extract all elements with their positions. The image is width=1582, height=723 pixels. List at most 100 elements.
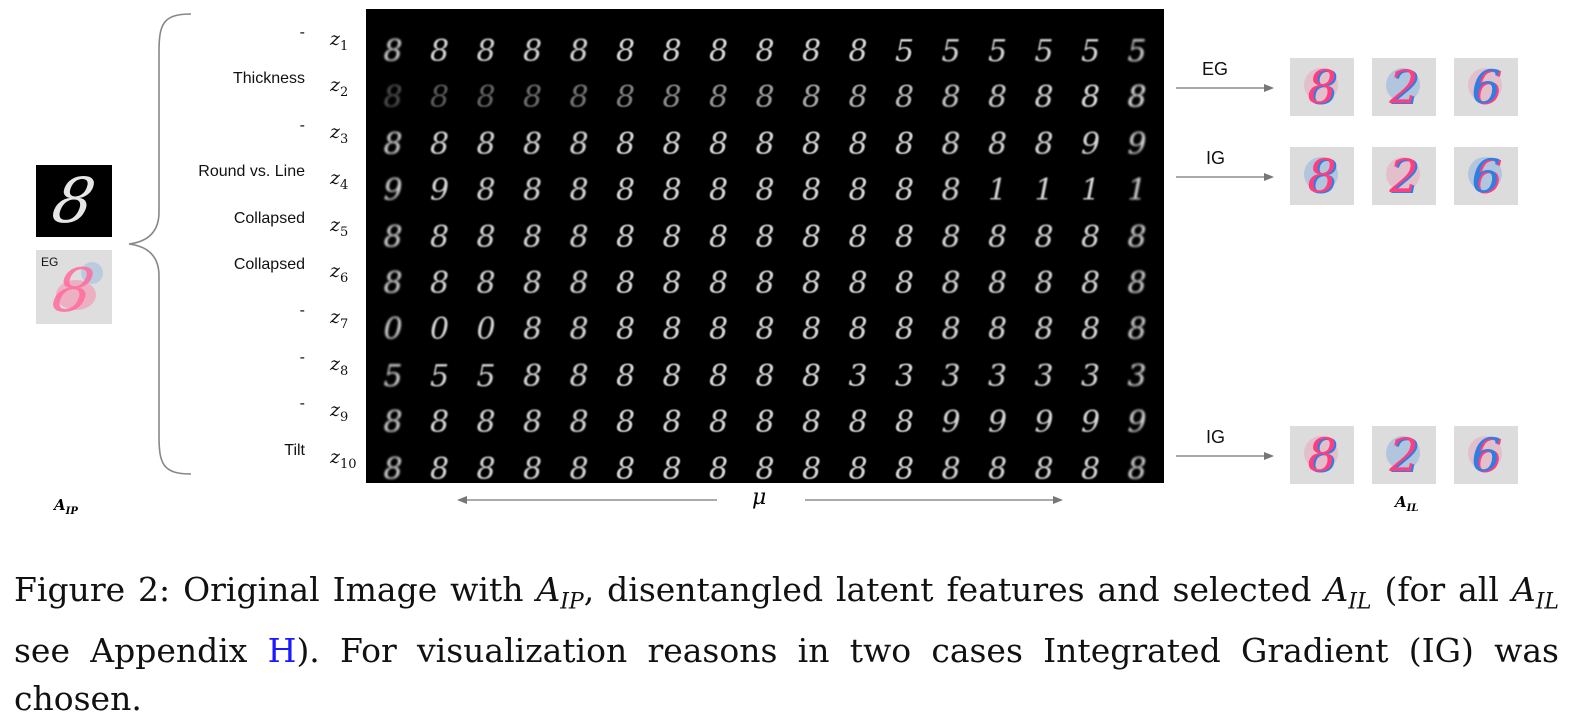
appendix-link[interactable]: H bbox=[267, 630, 297, 670]
traversal-digit: 8 bbox=[522, 451, 543, 487]
latent-attribution-map: 6 bbox=[1454, 426, 1518, 484]
traversal-digit: 5 bbox=[941, 34, 961, 69]
feature-label: - bbox=[299, 395, 305, 413]
feature-label: Collapsed bbox=[233, 209, 305, 227]
traversal-digit: 8 bbox=[708, 312, 729, 348]
traversal-digit: 8 bbox=[476, 80, 496, 116]
traversal-digit: 8 bbox=[801, 219, 822, 255]
traversal-digit: 8 bbox=[662, 126, 682, 162]
traversal-digit: 8 bbox=[662, 405, 682, 441]
arrow-right-icon bbox=[1176, 84, 1274, 92]
traversal-digit: 8 bbox=[615, 266, 636, 301]
attribution-blob bbox=[81, 262, 103, 284]
traversal-digit: 8 bbox=[987, 312, 1008, 348]
traversal-digit: 8 bbox=[1080, 451, 1101, 487]
traversal-digit: 8 bbox=[708, 126, 729, 162]
traversal-digit: 8 bbox=[429, 80, 450, 116]
traversal-digit: 8 bbox=[383, 219, 403, 255]
latent-attribution-map: 8 bbox=[1290, 426, 1354, 484]
attribution-haze bbox=[1386, 436, 1420, 470]
traversal-digit: 8 bbox=[1080, 312, 1101, 348]
caption-text: (for all bbox=[1371, 570, 1512, 609]
traversal-digit: 8 bbox=[615, 126, 636, 162]
mu-axis-arrows bbox=[457, 496, 1063, 504]
traversal-digit: 8 bbox=[755, 126, 775, 162]
traversal-digit: 3 bbox=[941, 358, 961, 394]
figure-caption: Figure 2: Original Image with AIP, disen… bbox=[14, 566, 1559, 723]
attribution-digit: 8 bbox=[1307, 428, 1337, 482]
traversal-digit: 8 bbox=[662, 312, 682, 348]
traversal-digit: 8 bbox=[383, 34, 403, 69]
traversal-digit: 3 bbox=[1080, 358, 1101, 394]
traversal-digit: 8 bbox=[801, 34, 822, 69]
traversal-digit: 8 bbox=[662, 358, 682, 394]
attribution-method-label: EG bbox=[1202, 59, 1229, 79]
traversal-digit: 8 bbox=[569, 405, 589, 441]
traversal-digit: 8 bbox=[476, 219, 496, 255]
traversal-digit: 8 bbox=[662, 34, 682, 69]
traversal-digit: 8 bbox=[429, 405, 450, 441]
traversal-digit: 8 bbox=[755, 173, 775, 209]
traversal-digit: 8 bbox=[476, 34, 496, 69]
attribution-haze bbox=[1468, 436, 1502, 470]
attribution-digit: 2 bbox=[1389, 428, 1419, 482]
traversal-digit: 8 bbox=[429, 34, 450, 69]
traversal-digit: 8 bbox=[383, 80, 403, 116]
traversal-digit: 8 bbox=[894, 451, 915, 487]
traversal-digit: 0 bbox=[383, 312, 403, 348]
latent-z-label: z4 bbox=[330, 167, 349, 193]
traversal-digit: 8 bbox=[383, 405, 403, 441]
traversal-digit: 0 bbox=[429, 312, 450, 348]
traversal-digit: 8 bbox=[755, 266, 775, 301]
traversal-digit: 8 bbox=[569, 126, 589, 162]
traversal-digit: 8 bbox=[522, 173, 543, 209]
traversal-digit: 8 bbox=[848, 173, 868, 209]
traversal-digit: 8 bbox=[848, 405, 868, 441]
traversal-digit: 8 bbox=[476, 266, 496, 301]
latent-z-label: z5 bbox=[330, 213, 349, 240]
traversal-digit: 8 bbox=[1034, 126, 1054, 162]
caption-math-ail: AIL bbox=[1511, 570, 1559, 615]
traversal-digit: 5 bbox=[1034, 34, 1054, 69]
traversal-digit: 8 bbox=[615, 312, 636, 348]
latent-attribution-map: 2 bbox=[1372, 147, 1436, 205]
traversal-digit: 8 bbox=[987, 219, 1008, 255]
feature-label: - bbox=[299, 24, 305, 41]
original-image: 8 bbox=[36, 164, 112, 237]
traversal-digit: 8 bbox=[941, 126, 961, 162]
traversal-digit: 8 bbox=[1080, 80, 1101, 116]
traversal-digit: 3 bbox=[848, 358, 868, 394]
traversal-digit: 0 bbox=[476, 312, 496, 348]
attribution-haze bbox=[1304, 436, 1338, 470]
traversal-digit: 8 bbox=[569, 219, 589, 255]
traversal-digit: 5 bbox=[429, 358, 450, 394]
traversal-digit: 8 bbox=[569, 312, 589, 348]
eg-label: EG bbox=[41, 255, 59, 269]
traversal-digit: 8 bbox=[941, 173, 961, 209]
traversal-digit: 8 bbox=[476, 173, 496, 209]
caption-text: see Appendix bbox=[14, 630, 268, 670]
traversal-digit: 5 bbox=[383, 358, 403, 394]
traversal-digit: 8 bbox=[662, 173, 682, 209]
traversal-digit: 8 bbox=[801, 451, 822, 487]
caption-math-ail: AIL bbox=[1324, 570, 1372, 615]
traversal-digit: 8 bbox=[801, 80, 822, 116]
attribution-digit: 6 bbox=[1471, 428, 1501, 482]
traversal-digit: 1 bbox=[987, 173, 1008, 209]
traversal-digit: 8 bbox=[987, 266, 1008, 301]
traversal-digit: 8 bbox=[755, 451, 775, 487]
latent-z-label: z7 bbox=[330, 306, 349, 333]
mu-label: μ bbox=[752, 485, 767, 510]
traversal-digit: 8 bbox=[522, 405, 543, 441]
attribution-haze bbox=[1304, 68, 1338, 102]
attribution-blob bbox=[56, 280, 96, 310]
attribution-digit: 2 bbox=[1389, 149, 1419, 203]
traversal-digit: 8 bbox=[1034, 266, 1054, 301]
traversal-digit: 3 bbox=[1127, 358, 1147, 394]
traversal-digit: 3 bbox=[1034, 358, 1054, 394]
traversal-digit: 8 bbox=[522, 266, 543, 301]
curly-brace bbox=[128, 13, 192, 475]
feature-label: Collapsed bbox=[233, 256, 305, 273]
traversal-digit: 8 bbox=[1127, 451, 1147, 487]
caption-text: ). For visualization reasons in two case… bbox=[14, 630, 1559, 718]
